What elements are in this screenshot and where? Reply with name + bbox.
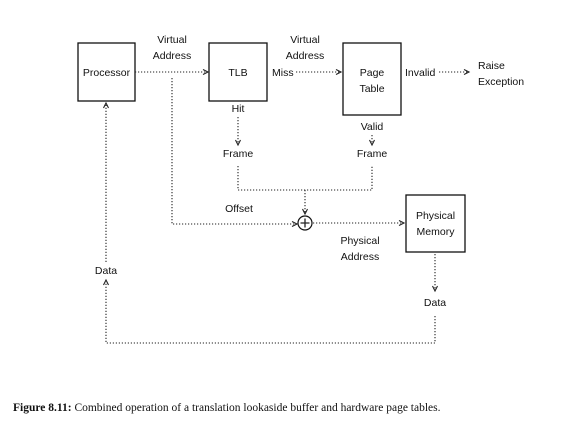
physical-memory-label-line2: Memory (417, 226, 456, 238)
virtual-address-label-2-line2: Address (286, 50, 325, 62)
processor-to-tlb-arrowhead (202, 69, 210, 75)
figure-caption-text: Combined operation of a translation look… (71, 402, 441, 414)
virtual-address-label-1-line2: Address (153, 50, 192, 62)
raise-exception-label-line2: Exception (478, 76, 524, 88)
offset-arrowhead (291, 221, 299, 227)
virtual-address-label-2-line1: Virtual (290, 34, 320, 46)
processor-label: Processor (83, 67, 131, 79)
valid-label: Valid (361, 121, 384, 133)
frame-from-tlb-label: Frame (223, 148, 253, 160)
page-table-label-line1: Page (360, 67, 385, 79)
invalid-label: Invalid (405, 67, 436, 79)
tlb-to-page-table-arrowhead (335, 69, 343, 75)
offset-label: Offset (225, 203, 253, 215)
data-return-arrowhead (103, 278, 109, 286)
valid-to-frame-arrowhead (369, 139, 375, 147)
hit-to-frame-arrowhead (235, 139, 241, 147)
hit-label: Hit (232, 103, 245, 115)
page-table-box (342, 42, 402, 116)
tlb-label: TLB (228, 67, 247, 79)
data-to-processor-arrowhead (103, 101, 109, 109)
offset-line (171, 78, 296, 225)
physical-address-arrowhead (398, 220, 406, 226)
data-return-line (105, 283, 436, 344)
physical-address-label-line1: Physical (340, 235, 379, 247)
tlb-box (208, 42, 268, 102)
virtual-address-label-1-line1: Virtual (157, 34, 187, 46)
memory-to-data-arrowhead (432, 285, 438, 293)
physical-memory-label-line1: Physical (416, 210, 455, 222)
figure-caption: Figure 8.11: Combined operation of a tra… (13, 402, 441, 414)
data-to-processor-label: Data (95, 265, 117, 277)
processor-box (77, 42, 136, 102)
physical-memory-box (405, 194, 466, 253)
miss-label: Miss (272, 67, 294, 79)
raise-exception-label-line1: Raise (478, 60, 505, 72)
invalid-to-exception-arrowhead (463, 69, 471, 75)
page-table-label-line2: Table (359, 83, 384, 95)
frame-from-page-table-label: Frame (357, 148, 387, 160)
frame-merge-line (237, 166, 373, 191)
physical-address-label-line2: Address (341, 251, 380, 263)
adder-plus-sign (300, 218, 310, 228)
merge-to-adder-arrowhead (302, 208, 308, 216)
data-from-memory-label: Data (424, 297, 446, 309)
figure-caption-label: Figure 8.11: (13, 402, 72, 414)
